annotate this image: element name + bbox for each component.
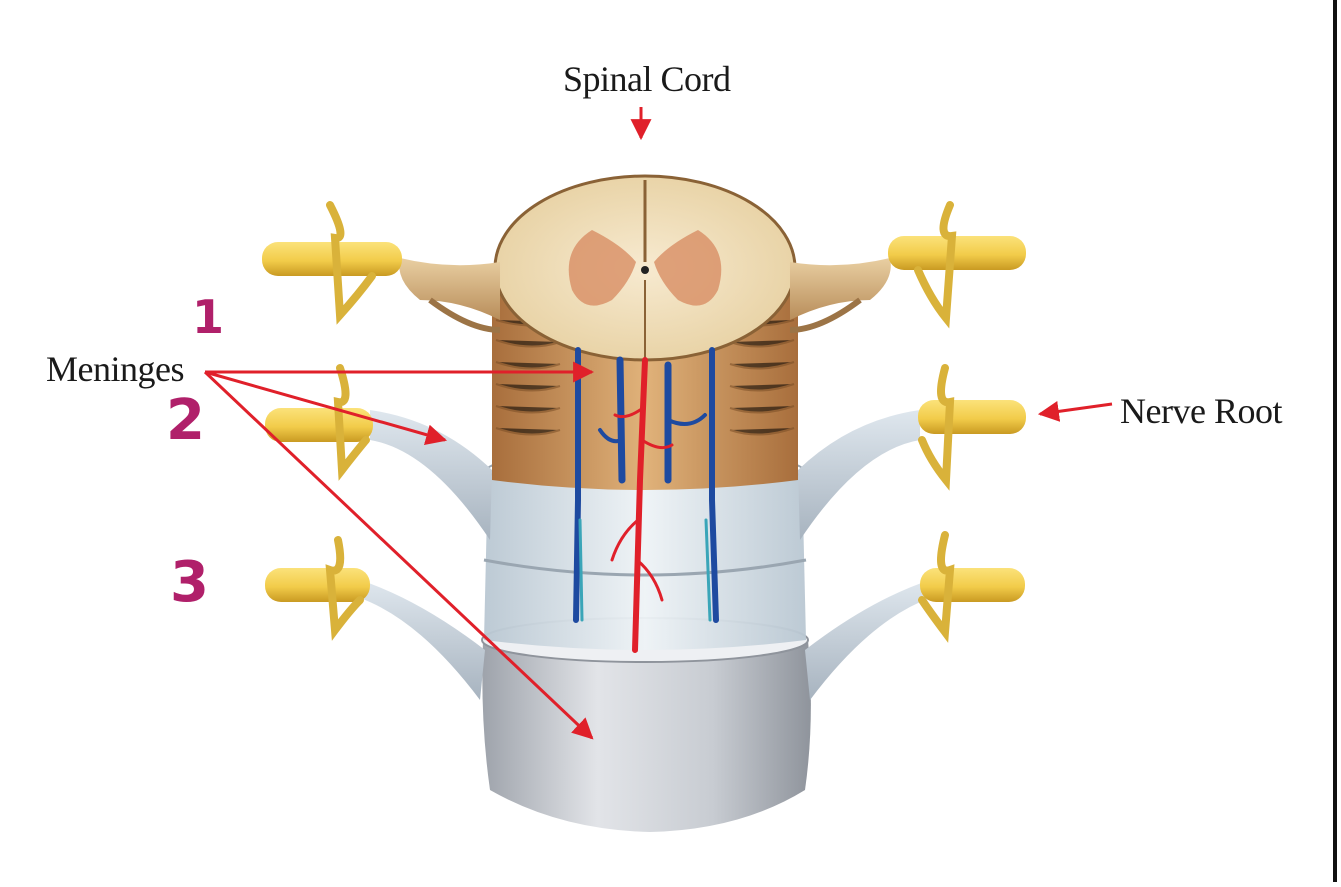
dura-mater — [481, 617, 811, 832]
meninges-arrow-2 — [204, 370, 448, 445]
nerve-root-label: Nerve Root — [1120, 391, 1282, 431]
spinal-cord-label: Spinal Cord — [563, 59, 731, 99]
lower-nerve-roots — [265, 531, 1025, 700]
middle-nerve-roots — [265, 364, 1026, 540]
meninges-label: Meninges — [46, 349, 184, 389]
blood-vessels — [573, 347, 719, 653]
meninges-arrow-3 — [203, 370, 594, 740]
annotation-number-3: 3 — [170, 550, 209, 615]
frame-border — [1333, 0, 1337, 882]
annotation-number-2: 2 — [166, 388, 205, 453]
upper-nerve-roots — [262, 201, 1026, 333]
nerve-root-arrow — [1037, 400, 1113, 422]
annotation-number-1: 1 — [192, 290, 225, 344]
pointer-arrows — [203, 107, 1113, 740]
